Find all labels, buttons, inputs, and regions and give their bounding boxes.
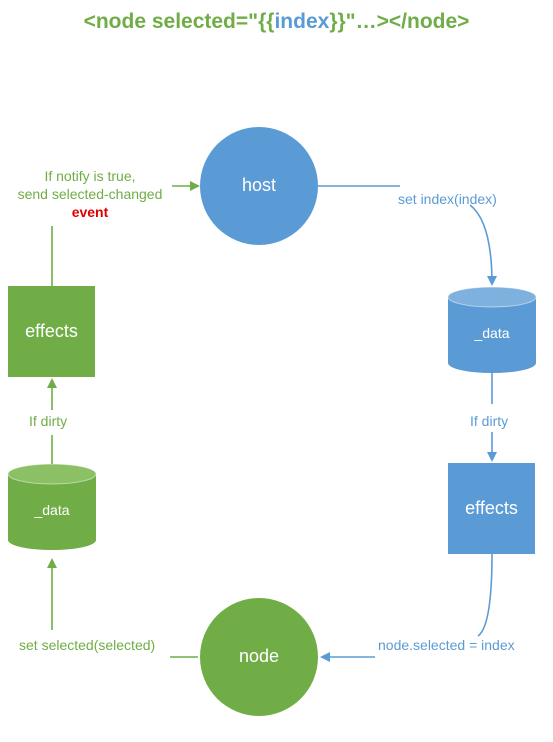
effects-box-right [448, 463, 535, 554]
title-binding: index [274, 10, 330, 33]
data-label-right: _data [474, 325, 510, 341]
diagram-title: <node selected="{{index}}"…></node> [83, 10, 470, 33]
if-dirty-left-label: If dirty [29, 413, 68, 429]
curve-effects-right-down [477, 553, 493, 637]
notify-event: event [71, 204, 109, 220]
effects-label-right: effects [465, 498, 518, 518]
data-cylinder-right [447, 286, 537, 373]
host-label: host [241, 175, 277, 195]
node-label: node [238, 646, 280, 666]
notify-line-1: If notify is true, [44, 168, 136, 184]
host-node [200, 127, 318, 245]
data-cylinder-left [7, 463, 97, 550]
set-selected-label: set selected(selected) [19, 637, 156, 653]
notify-label: If notify is true, send selected-changed… [6, 167, 174, 221]
notify-line-2: send selected-changed [17, 186, 163, 202]
data-label-left: _data [34, 502, 70, 518]
node-selected-label: node.selected = index [378, 637, 515, 653]
effects-label-left: effects [25, 321, 78, 341]
set-index-label: set index(index) [398, 191, 497, 207]
node-node [200, 598, 318, 716]
curve-set-selected [18, 600, 52, 633]
if-dirty-right-label: If dirty [470, 413, 509, 429]
effects-box-left [8, 286, 95, 377]
curve-to-data-right [469, 204, 497, 286]
